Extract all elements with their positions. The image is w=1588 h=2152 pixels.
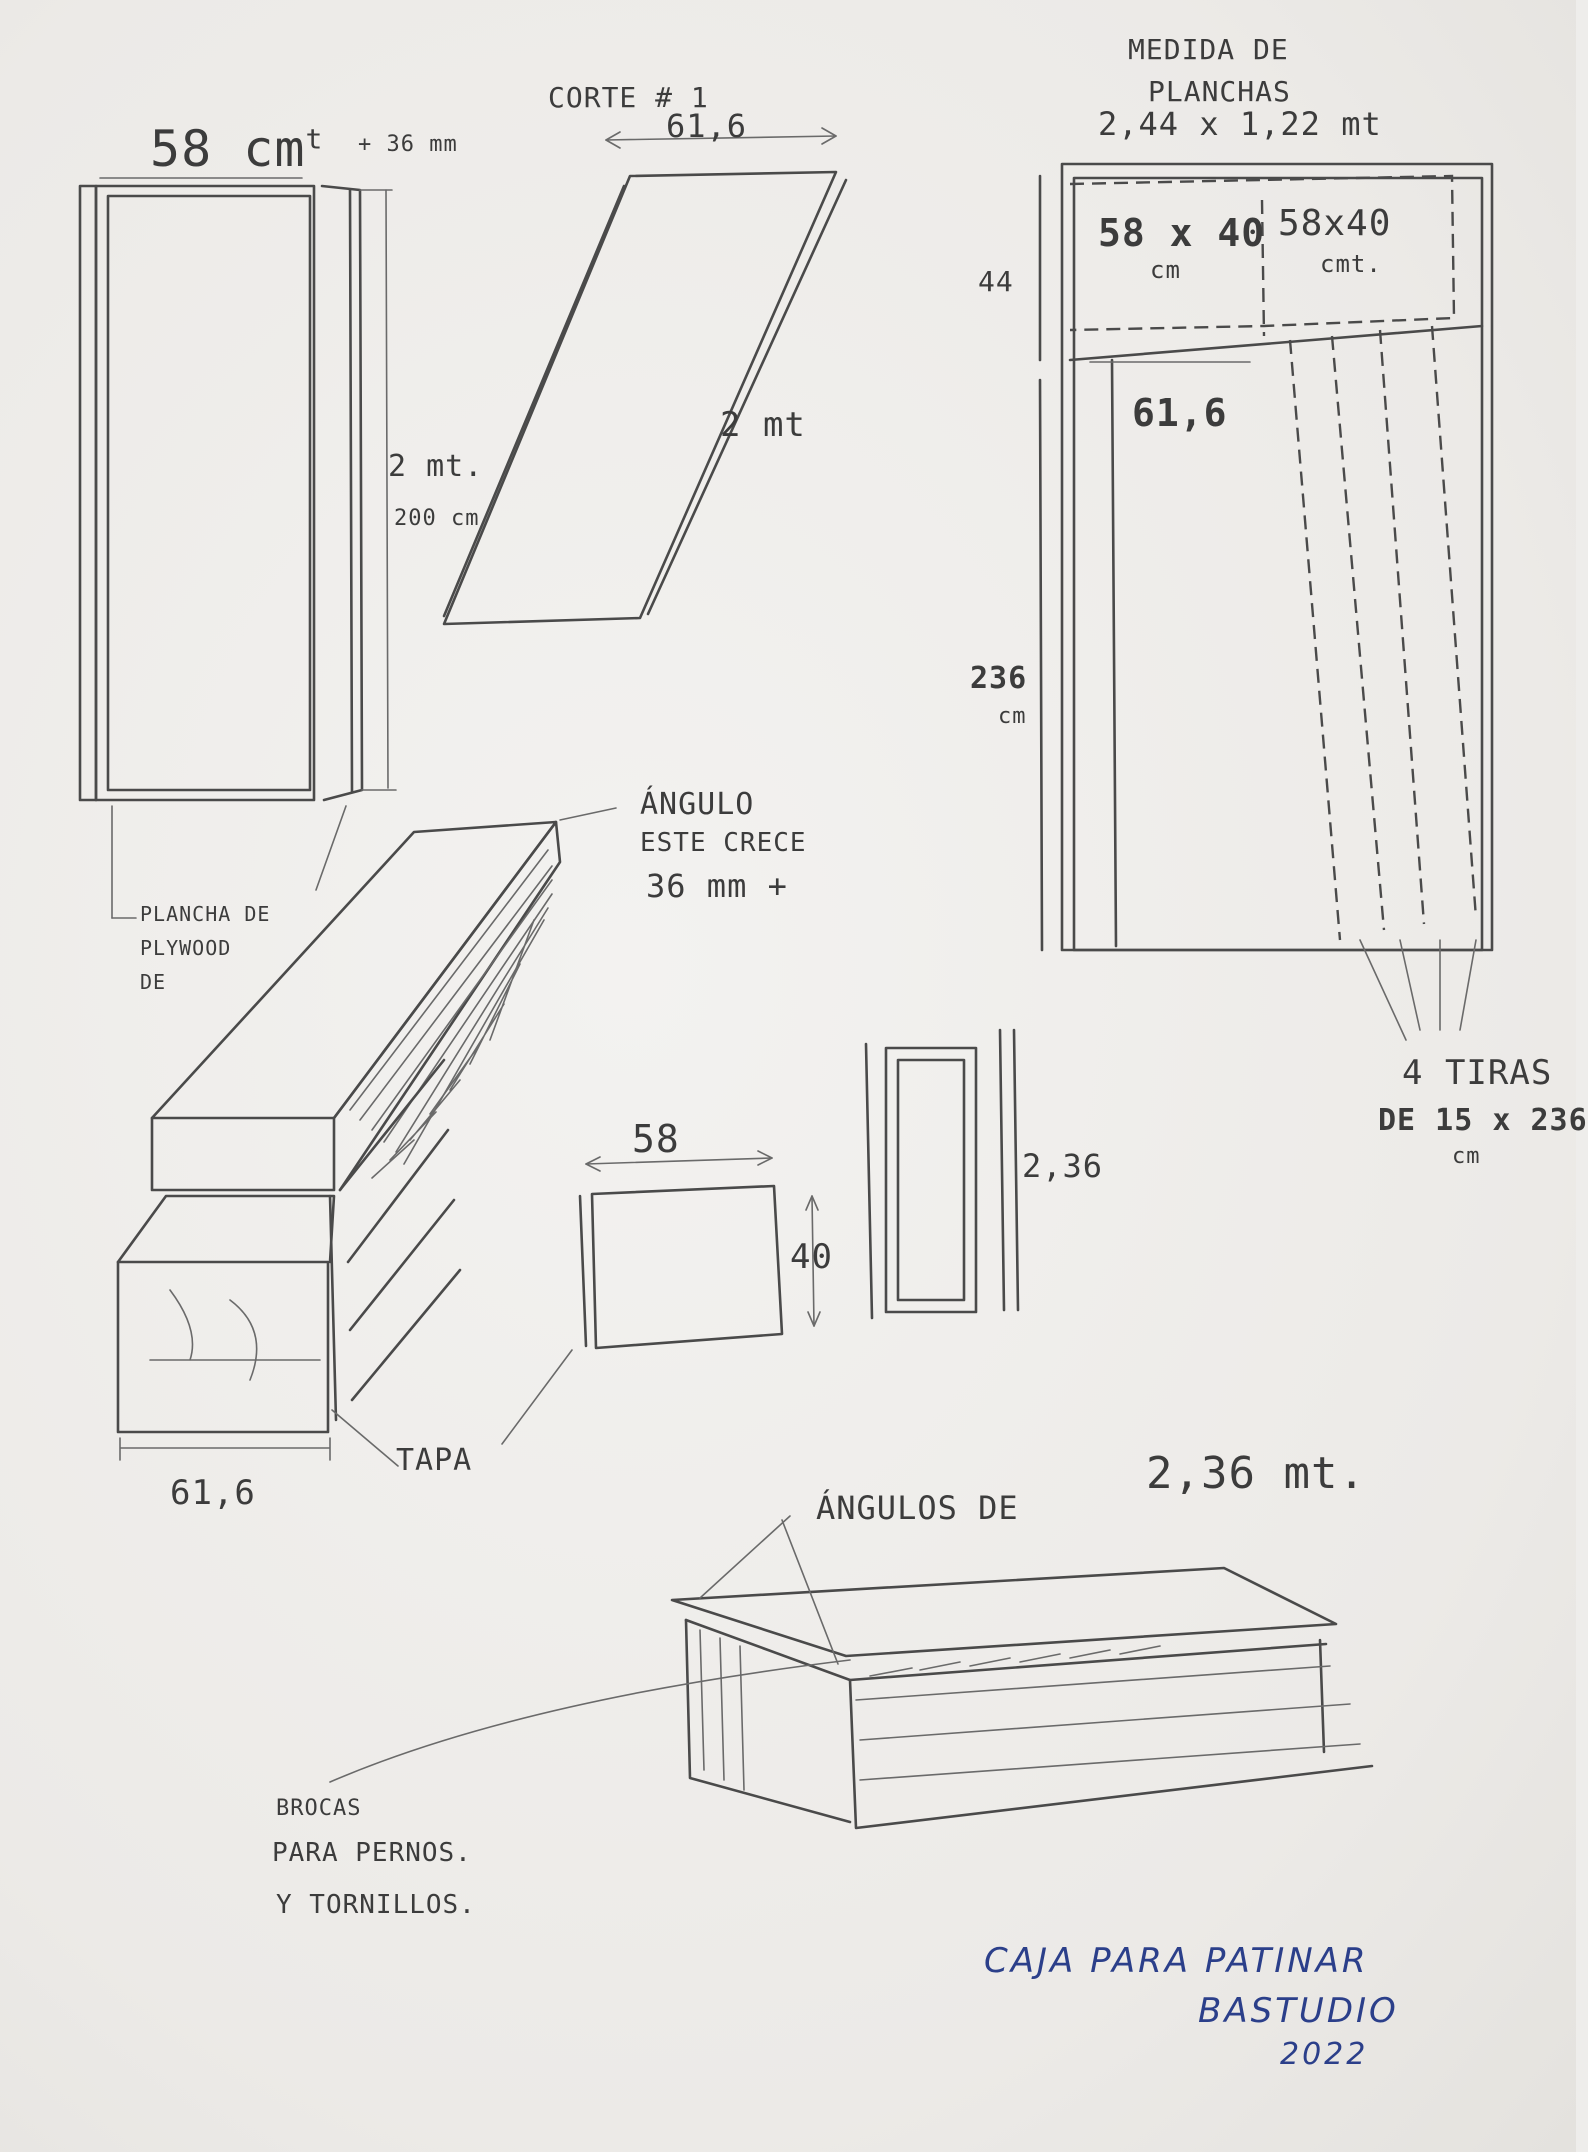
piece-b-unit: cmt. xyxy=(1320,250,1382,278)
side-height-label: 2,36 xyxy=(1022,1147,1104,1185)
sheet-top-height-label: 44 xyxy=(978,265,1014,298)
plywood-note-line-2: PLYWOOD xyxy=(140,936,232,960)
lid-width-label: 58 xyxy=(632,1117,680,1161)
bottom-angle-value: 2,36 mt. xyxy=(1146,1448,1366,1499)
plank-height-cm-label: 200 cm xyxy=(394,506,480,531)
plank-height-label: 2 mt. xyxy=(388,449,484,484)
cut-title: CORTE # 1 xyxy=(548,81,709,114)
angle-note-line-1: ÁNGULO xyxy=(640,787,755,822)
lid-piece-drawing xyxy=(501,1150,821,1445)
screws-note-line-2: PARA PERNOS. xyxy=(272,1838,472,1868)
plywood-plank-drawing xyxy=(78,177,397,919)
strips-line-1: 4 TIRAS xyxy=(1402,1053,1553,1093)
sheet-title-line-1: MEDIDA DE xyxy=(1128,33,1289,66)
piece-a-unit: cm xyxy=(1150,256,1181,284)
box-bottom-width-label: 61,6 xyxy=(170,1473,256,1513)
bottom-angle-label: ÁNGULOS DE xyxy=(816,1489,1019,1527)
angle-note-line-2: ESTE CRECE xyxy=(640,828,807,858)
panel-height-unit: cm xyxy=(998,704,1027,729)
piece-b-label: 58x40 xyxy=(1278,203,1392,244)
signature-title: CAJA PARA PATINAR xyxy=(984,1941,1369,1981)
screws-note-line-3: Y TORNILLOS. xyxy=(276,1890,476,1920)
strips-line-2: DE 15 x 236 xyxy=(1378,1103,1588,1138)
plank-extra-label: + 36 mm xyxy=(358,132,458,157)
lid-label: TAPA xyxy=(396,1443,473,1478)
sheet-title-line-3: 2,44 x 1,22 mt xyxy=(1098,105,1382,143)
panel-height-label: 236 xyxy=(970,661,1028,696)
box-sketch-drawing xyxy=(116,807,617,1467)
cut-1-drawing xyxy=(442,127,848,626)
bottom-box-drawing xyxy=(329,1515,1374,1830)
signature-year: 2022 xyxy=(1280,2037,1369,2072)
side-piece-drawing xyxy=(864,1028,1020,1320)
lid-height-label: 40 xyxy=(790,1237,833,1277)
panel-width-label: 61,6 xyxy=(1132,391,1228,435)
cut-width-label: 61,6 xyxy=(666,107,748,145)
angle-note-line-3: 36 mm + xyxy=(646,867,788,905)
cut-length-label: 2 mt xyxy=(720,405,806,445)
strips-line-3: cm xyxy=(1452,1144,1481,1169)
sheet-layout-drawing xyxy=(1038,162,1494,1041)
piece-a-label: 58 x 40 xyxy=(1098,211,1266,255)
sheet-title-line-2: PLANCHAS xyxy=(1148,75,1291,108)
plywood-note-line-1: PLANCHA DE xyxy=(140,902,271,926)
plank-width-label: 58 cmt xyxy=(150,120,324,178)
plywood-note-line-3: DE xyxy=(140,970,167,994)
signature-studio: BASTUDIO xyxy=(1198,1991,1399,2031)
screws-note-line-1: BROCAS xyxy=(276,1796,362,1821)
